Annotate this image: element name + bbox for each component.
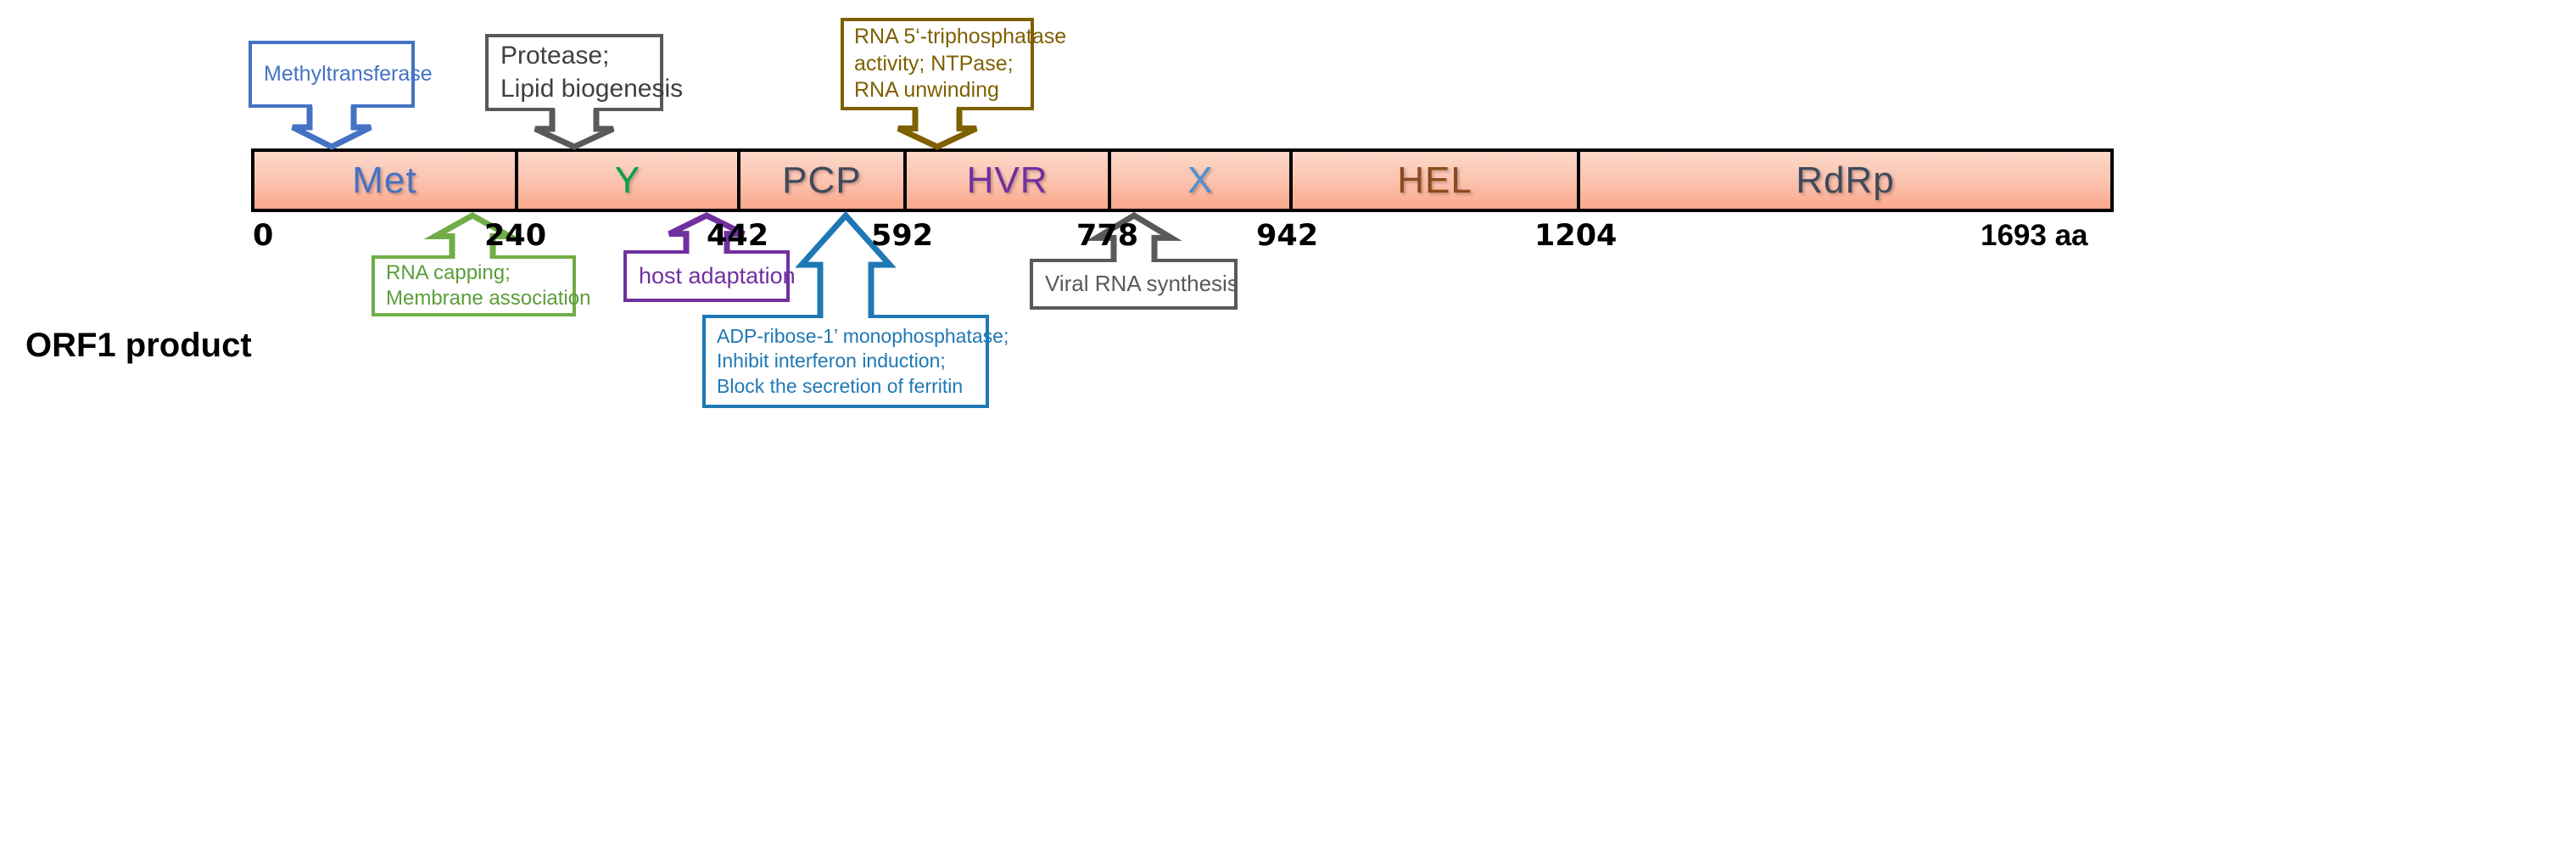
callout-line: ADP-ribose-1’ monophosphatase; xyxy=(717,325,1009,348)
domain-label: HEL xyxy=(1397,159,1472,201)
domain-segment-pcp[interactable]: PCP xyxy=(740,152,907,209)
coordinate-label-1204: 1204 xyxy=(1534,219,1618,253)
domain-segment-rdrp[interactable]: RdRp xyxy=(1579,152,2111,209)
domain-segment-hvr[interactable]: HVR xyxy=(906,152,1112,209)
coordinate-label-0: 0 xyxy=(253,219,274,253)
domain-segment-y[interactable]: Y xyxy=(517,152,740,209)
coordinate-label-442: 442 xyxy=(707,219,769,253)
callout-viral-rna-synthesis[interactable]: Viral RNA synthesis xyxy=(1030,259,1238,310)
coordinate-label-942: 942 xyxy=(1256,219,1319,253)
callout-line: Membrane association xyxy=(386,287,591,310)
domain-label: Y xyxy=(614,159,641,201)
arrow-protease xyxy=(534,109,615,150)
callout-rna-capping[interactable]: RNA capping; Membrane association xyxy=(372,255,591,316)
callout-line: RNA unwinding xyxy=(854,78,999,103)
domain-segment-x[interactable]: X xyxy=(1111,152,1294,209)
arrow-methyltransferase xyxy=(291,106,372,150)
callout-line: host adaptation xyxy=(639,263,796,289)
domain-segment-met[interactable]: Met xyxy=(254,152,518,209)
callout-protease[interactable]: Protease; Lipid biogenesis xyxy=(485,34,684,111)
callout-line: Viral RNA synthesis xyxy=(1045,271,1238,297)
domain-label: PCP xyxy=(782,159,862,201)
domain-segment-hel[interactable]: HEL xyxy=(1293,152,1580,209)
callout-helicase[interactable]: RNA 5‘-triphosphatase activity; NTPase; … xyxy=(841,18,1067,110)
arrow-helicase xyxy=(897,109,978,150)
callout-adp-ribose[interactable]: ADP-ribose-1’ monophosphatase; Inhibit i… xyxy=(702,315,1009,408)
callout-line: activity; NTPase; xyxy=(854,51,1014,76)
domain-label: Met xyxy=(352,159,417,201)
row-label-orf1-product: ORF1 product xyxy=(25,327,252,364)
coordinate-label-778: 778 xyxy=(1076,219,1139,253)
callout-line: Methyltransferase xyxy=(264,61,433,86)
domain-label: HVR xyxy=(966,159,1048,201)
callout-line: Block the secretion of ferritin xyxy=(717,374,964,397)
protein-domain-bar: Met Y PCP HVR X HEL RdRp xyxy=(251,148,2114,212)
callout-line: Lipid biogenesis xyxy=(500,74,684,103)
callout-line: RNA 5‘-triphosphatase xyxy=(854,24,1067,48)
callout-host-adaptation[interactable]: host adaptation xyxy=(623,250,796,302)
coordinate-label-240: 240 xyxy=(484,219,547,253)
coordinate-label-1693: 1693 aa xyxy=(1981,219,2088,252)
callout-line: Inhibit interferon induction; xyxy=(717,350,946,372)
callout-line: Protease; xyxy=(500,42,610,70)
domain-label: X xyxy=(1187,159,1214,201)
domain-label: RdRp xyxy=(1796,159,1895,201)
coordinate-label-592: 592 xyxy=(871,219,934,253)
callout-line: RNA capping; xyxy=(386,260,511,284)
callout-methyltransferase[interactable]: Methyltransferase xyxy=(249,41,433,108)
